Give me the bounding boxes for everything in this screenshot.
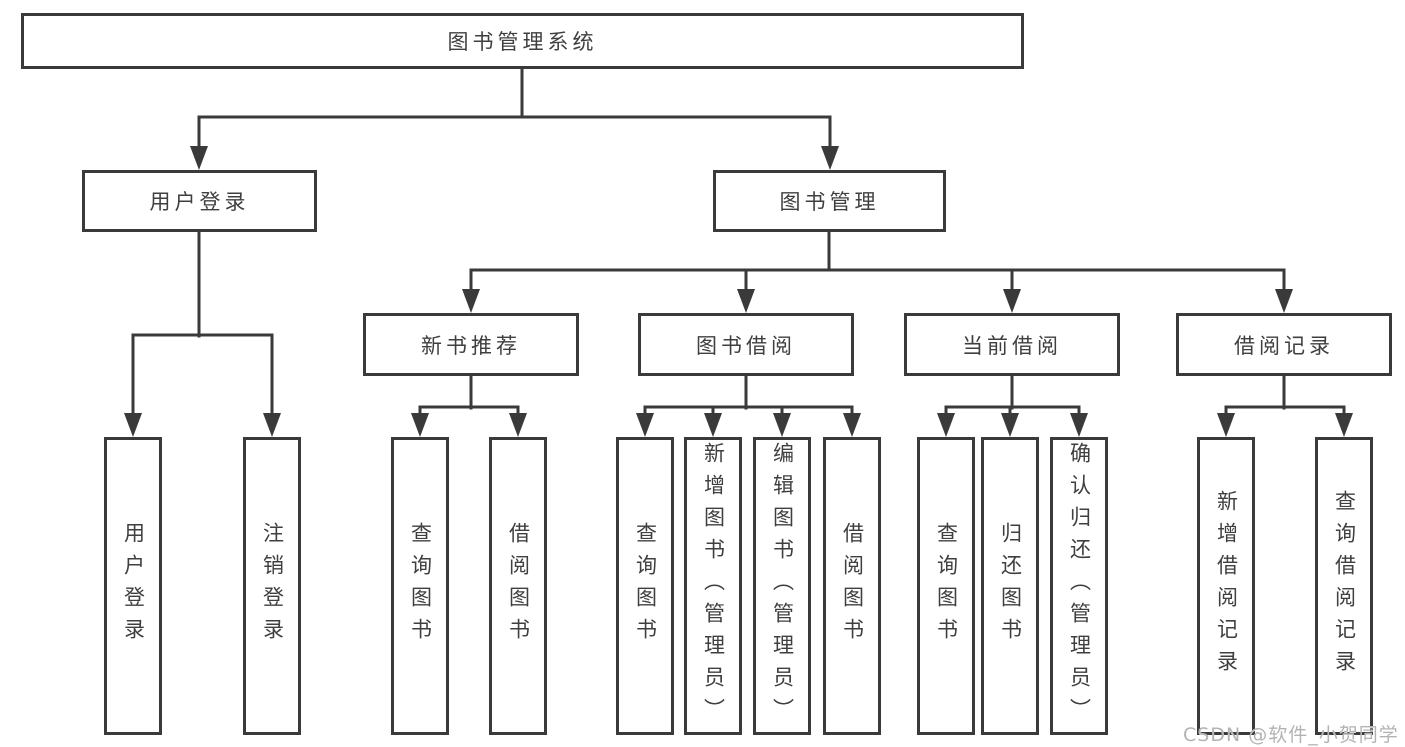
leaf-borrow-books-recommend: 借阅图书 [489, 437, 547, 735]
leaf-return-books: 归还图书 [981, 437, 1039, 735]
node-book-borrowing: 图书借阅 [638, 313, 854, 376]
node-label: 图书管理系统 [447, 30, 598, 54]
leaf-add-borrow-record: 新增借阅记录 [1197, 437, 1255, 735]
node-label: 新书推荐 [421, 333, 521, 358]
leaf-user-login: 用户登录 [104, 437, 162, 735]
node-label: 用户登录 [149, 190, 250, 214]
node-label: 图书借阅 [696, 333, 796, 358]
arrowheads [124, 146, 1353, 437]
leaf-label: 新增图书（管理员） [701, 442, 726, 730]
leaf-label: 查询图书 [408, 522, 433, 650]
csdn-watermark: CSDN @软件_小贺同学 [1183, 724, 1399, 746]
leaf-label: 查询图书 [633, 522, 658, 650]
leaf-edit-books-admin: 编辑图书（管理员） [753, 437, 811, 735]
leaf-label: 注销登录 [260, 522, 285, 650]
leaf-borrow-books: 借阅图书 [823, 437, 881, 735]
node-book-management: 图书管理 [713, 170, 946, 232]
leaf-label: 借阅图书 [840, 522, 865, 650]
leaf-logout: 注销登录 [243, 437, 301, 735]
node-borrowing-records: 借阅记录 [1176, 313, 1392, 376]
node-label: 当前借阅 [962, 333, 1062, 358]
leaf-label: 借阅图书 [506, 522, 531, 650]
leaf-query-books-current: 查询图书 [917, 437, 975, 735]
leaf-label: 用户登录 [121, 522, 146, 650]
leaf-label: 编辑图书（管理员） [770, 442, 795, 730]
leaf-label: 确认归还（管理员） [1067, 442, 1092, 730]
leaf-confirm-return-admin: 确认归还（管理员） [1050, 437, 1108, 735]
leaf-label: 新增借阅记录 [1214, 490, 1239, 682]
node-user-login: 用户登录 [82, 170, 317, 232]
leaf-label: 查询图书 [934, 522, 959, 650]
leaf-query-borrow-record: 查询借阅记录 [1315, 437, 1373, 735]
node-new-book-recommendation: 新书推荐 [363, 313, 579, 376]
connector-lines [131, 67, 1346, 417]
node-label: 图书管理 [779, 190, 880, 214]
leaf-add-books-admin: 新增图书（管理员） [684, 437, 742, 735]
node-library-management-system: 图书管理系统 [21, 13, 1024, 69]
leaf-label: 查询借阅记录 [1332, 490, 1357, 682]
leaf-query-books-recommend: 查询图书 [391, 437, 449, 735]
leaf-label: 归还图书 [998, 522, 1023, 650]
node-current-borrowing: 当前借阅 [904, 313, 1120, 376]
leaf-query-books-borrow: 查询图书 [616, 437, 674, 735]
node-label: 借阅记录 [1234, 333, 1334, 358]
